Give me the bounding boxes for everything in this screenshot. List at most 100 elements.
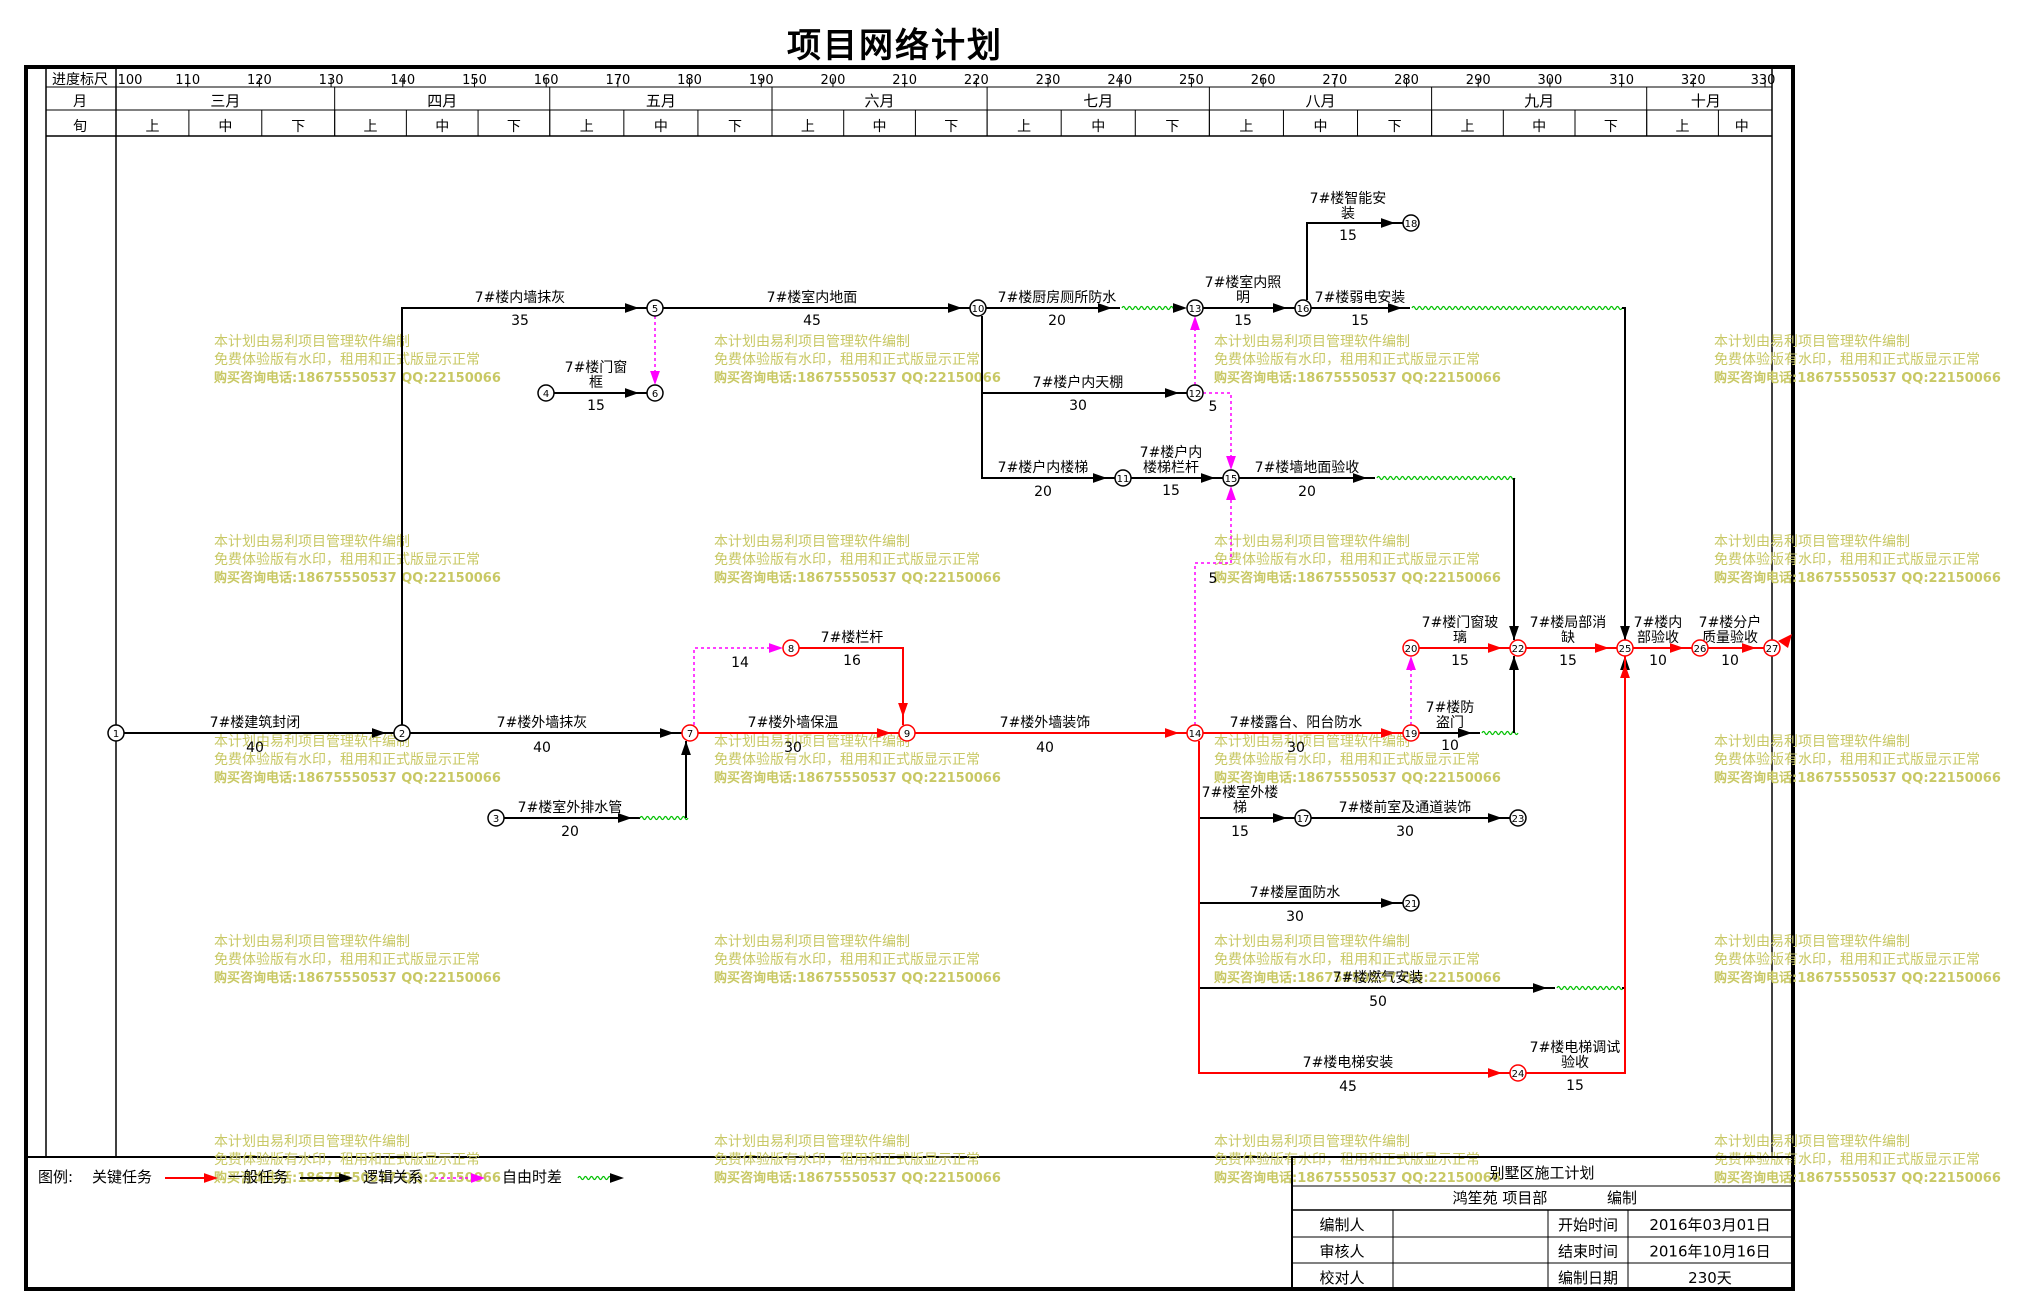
logic-arrowhead: [1406, 656, 1416, 670]
compiled-label: 编制: [1607, 1189, 1637, 1207]
task-arrowhead: [1458, 728, 1472, 738]
task-name: 7#楼户内楼梯: [998, 459, 1089, 476]
watermark-text: 免费体验版有水印，租用和正式版显示正常: [214, 352, 480, 368]
task-duration: 50: [1369, 994, 1387, 1010]
node-number: 8: [788, 644, 794, 655]
month-cell: 十月: [1691, 92, 1721, 110]
task-duration: 30: [1287, 740, 1305, 756]
node-number: 12: [1189, 389, 1202, 400]
scale-tick-label: 220: [964, 73, 989, 88]
info-value: 230天: [1688, 1269, 1732, 1287]
task-name: 7#楼内: [1634, 615, 1683, 631]
task-arrowhead: [1742, 643, 1756, 653]
watermark-text: 免费体验版有水印，租用和正式版显示正常: [214, 952, 480, 968]
logic-arrowhead: [650, 371, 660, 385]
task-name: 璃: [1453, 629, 1467, 646]
watermark-text: 本计划由易利项目管理软件编制: [714, 534, 910, 550]
watermark-text: 本计划由易利项目管理软件编制: [214, 934, 410, 950]
task-duration: 30: [1396, 824, 1414, 840]
task-name: 7#楼屋面防水: [1250, 885, 1341, 901]
task-duration: 40: [246, 740, 264, 756]
scale-tick-label: 230: [1036, 73, 1061, 88]
task-arrowhead: [1620, 626, 1630, 640]
watermark-text: 本计划由易利项目管理软件编制: [1714, 534, 1910, 550]
xun-cell: 中: [654, 119, 668, 135]
scale-tick-label: 210: [892, 73, 917, 88]
task-duration: 20: [1298, 484, 1316, 500]
xun-cell: 中: [873, 119, 887, 135]
scale-tick-label: 330: [1751, 73, 1776, 88]
info-label: 结束时间: [1558, 1243, 1618, 1261]
scale-tick-label: 190: [749, 73, 774, 88]
scale-tick-label: 160: [534, 73, 559, 88]
watermark-text: 免费体验版有水印，租用和正式版显示正常: [1214, 1152, 1480, 1168]
info-label: 校对人: [1319, 1269, 1364, 1287]
xun-cell: 上: [1676, 119, 1690, 135]
info-value: 2016年03月01日: [1649, 1216, 1770, 1234]
node-circle: [646, 299, 664, 317]
scale-tick-label: 300: [1537, 73, 1562, 88]
task-arrowhead: [1201, 473, 1215, 483]
task-name: 梯: [1233, 800, 1247, 816]
scale-tick-label: 270: [1322, 73, 1347, 88]
task-duration: 15: [587, 398, 605, 414]
task-duration: 30: [1286, 909, 1304, 925]
node-number: 21: [1405, 899, 1418, 910]
node-number: 16: [1297, 304, 1310, 315]
task-arrow-15: [799, 647, 904, 725]
task-arrowhead: [1381, 728, 1395, 738]
node-number: 14: [1189, 729, 1202, 740]
watermark-text: 本计划由易利项目管理软件编制: [1714, 934, 1910, 950]
task-arrowhead: [1488, 1068, 1502, 1078]
page-title: 项目网络计划: [787, 26, 1003, 66]
watermark-text: 本计划由易利项目管理软件编制: [214, 1134, 410, 1150]
logic-dotted: [1194, 492, 1232, 725]
node-number: 10: [972, 304, 985, 315]
watermark-text: 本计划由易利项目管理软件编制: [1214, 734, 1410, 750]
node-circle: [107, 724, 125, 742]
watermark-text: 购买咨询电话:18675550537 QQ:22150066: [1714, 970, 2001, 986]
watermark-text: 本计划由易利项目管理软件编制: [214, 334, 410, 350]
node-circle: [1402, 214, 1420, 232]
watermark-text: 购买咨询电话:18675550537 QQ:22150066: [1214, 1170, 1501, 1186]
month-cell: 五月: [646, 92, 676, 110]
node-number: 25: [1619, 644, 1632, 655]
watermark-text: 本计划由易利项目管理软件编制: [1214, 1134, 1410, 1150]
scale-tick-label: 130: [319, 73, 344, 88]
scale-tick-label: 320: [1681, 73, 1706, 88]
xun-cell: 中: [218, 119, 232, 135]
watermark-text: 免费体验版有水印，租用和正式版显示正常: [1714, 352, 1980, 368]
watermark-text: 免费体验版有水印，租用和正式版显示正常: [1714, 552, 1980, 568]
task-arrowhead: [1173, 303, 1187, 313]
logic-arrowhead: [1190, 316, 1200, 330]
task-name: 7#楼前室及通道装饰: [1339, 799, 1472, 816]
xun-cell: 上: [1017, 119, 1031, 135]
watermark-text: 本计划由易利项目管理软件编制: [714, 734, 910, 750]
node-number: 9: [904, 729, 910, 740]
free-float-wave: [1376, 475, 1516, 481]
task-arrowhead: [1165, 388, 1179, 398]
task-arrowhead: [625, 388, 639, 398]
watermark-text: 免费体验版有水印，租用和正式版显示正常: [1714, 1152, 1980, 1168]
watermark-text: 免费体验版有水印，租用和正式版显示正常: [714, 952, 980, 968]
node-circle: [898, 724, 916, 742]
legend-arrowhead: [204, 1173, 218, 1183]
node-circle: [1222, 469, 1240, 487]
task-arrowhead: [1273, 813, 1287, 823]
watermark-text: 购买咨询电话:18675550537 QQ:22150066: [1214, 370, 1501, 386]
task-name: 7#楼户内天棚: [1033, 374, 1124, 391]
node-circle: [1509, 809, 1527, 827]
task-arrowhead: [1488, 813, 1502, 823]
logic-arrowhead: [1226, 486, 1236, 500]
scale-tick-label: 120: [247, 73, 272, 88]
task-name: 7#楼局部消: [1530, 615, 1607, 631]
watermark-text: 购买咨询电话:18675550537 QQ:22150066: [214, 970, 501, 986]
xun-cell: 上: [580, 119, 594, 135]
watermark-text: 免费体验版有水印，租用和正式版显示正常: [714, 752, 980, 768]
legend-arrowhead: [471, 1173, 485, 1183]
task-duration: 10: [1721, 653, 1739, 669]
task-arrowhead: [1165, 728, 1179, 738]
node-circle: [646, 384, 664, 402]
task-duration: 40: [1036, 740, 1054, 756]
xun-cell: 中: [1091, 119, 1105, 135]
